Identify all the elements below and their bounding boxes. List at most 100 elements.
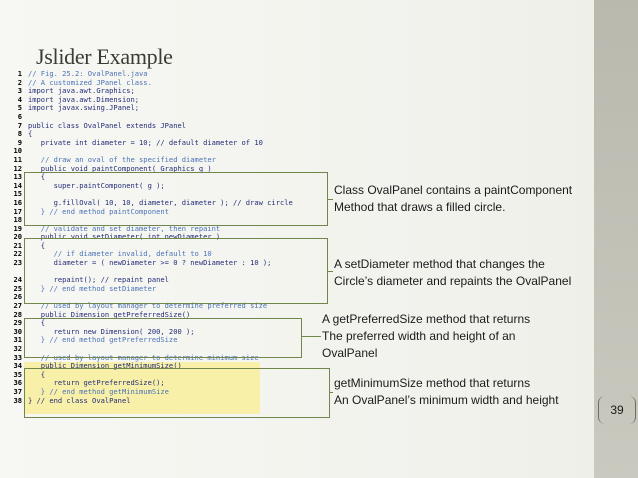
code-text: import java.awt.Dimension; [28,94,140,104]
code-text: import javax.swing.JPanel; [28,103,140,113]
code-text: public Dimension getMinimumSize() [28,361,182,371]
line-number: 32 [13,344,22,353]
line-number: 1 [17,69,22,78]
code-line: 9 private int diameter = 10; // default … [8,137,308,148]
minimum-size-box [24,368,330,418]
code-line: 12 public void paintComponent( Graphics … [8,163,308,174]
code-text: public void setDiameter( int newDiameter… [28,232,221,242]
set-diameter-box [24,238,328,304]
code-text: { [28,172,46,182]
set-diameter-connector [327,271,333,272]
code-line: 27 // used by layout manager to determin… [8,301,308,311]
line-number: 30 [13,326,22,336]
code-text: import java.awt.Graphics; [28,86,135,96]
line-number: 7 [17,120,22,130]
code-text: } // end method getMinimumSize [28,386,169,396]
code-line: 10 [8,147,308,156]
line-number: 25 [13,283,22,293]
line-number: 36 [13,378,22,388]
minimum-size-highlight [24,362,260,414]
code-line: 2 // A customized JPanel class. [8,77,308,88]
line-number: 20 [13,232,22,242]
preferred-size-note: A getPreferredSize method that returns T… [322,312,531,360]
code-line: 37 } // end method getMinimumSize [8,386,308,397]
code-text: } // end method getPreferredSize [28,335,178,345]
line-number: 26 [13,292,22,302]
code-line: 18 [8,215,308,225]
slide-title: Jslider Example [36,44,173,69]
code-line: 25 } // end method setDiameter [8,283,308,294]
preferred-size-connector [301,336,321,337]
line-number: 28 [13,309,22,319]
paint-component-box [24,172,328,226]
code-text: } // end class OvalPanel [28,395,131,405]
line-number: 2 [17,77,22,87]
code-line: 24 repaint(); // repaint panel [8,276,308,285]
page-number: 39 [598,396,636,424]
line-number: 15 [13,189,22,199]
code-line: 32 [8,344,308,354]
code-line: 13 { [8,173,308,182]
code-line: 15 [8,190,308,199]
code-text: { [28,369,46,379]
code-line: 19 // validate and set diameter, then re… [8,223,308,234]
line-number: 14 [13,180,22,190]
code-line: 34 public Dimension getMinimumSize() [8,362,308,371]
code-line: 14 super.paintComponent( g ); [8,180,308,191]
code-text: super.paintComponent( g ); [28,180,165,190]
line-number: 6 [17,111,22,121]
code-line: 3 import java.awt.Graphics; [8,87,308,96]
code-line: 11 // draw an oval of the specified diam… [8,154,308,165]
minimum-size-connector [329,392,333,393]
paint-component-note: Class OvalPanel contains a paintComponen… [334,183,573,214]
code-text: return new Dimension( 200, 200 ); [28,326,195,336]
line-number: 9 [17,137,22,147]
line-number: 21 [13,240,22,250]
line-number: 23 [13,258,22,268]
line-number: 5 [17,103,22,113]
code-line: 29 { [8,319,308,328]
code-line: 16 g.fillOval( 10, 10, diameter, diamete… [8,197,308,208]
minimum-size-note: getMinimumSize method that returns An Ov… [334,376,559,407]
code-text: repaint(); // repaint panel [28,275,169,285]
code-text: private int diameter = 10; // default di… [28,137,263,147]
code-line: 38 } // end class OvalPanel [8,395,308,406]
line-number: 24 [13,275,22,285]
code-line: 21 { [8,240,308,251]
code-line: 36 return getPreferredSize(); [8,379,308,388]
paint-component-connector [327,199,333,200]
line-number: 12 [13,163,22,173]
line-number: 27 [13,301,22,311]
code-text: // used by layout manager to determine p… [28,301,268,311]
line-number: 3 [17,86,22,96]
line-number: 10 [13,146,22,156]
code-text: { [28,129,33,139]
line-number: 37 [13,386,22,396]
code-line: 17 } // end method paintComponent [8,206,308,217]
line-number: 33 [13,352,22,362]
code-line: 1 // Fig. 25.2: OvalPanel.java [8,69,308,79]
code-text: } // end method paintComponent [28,206,169,216]
set-diameter-note: A setDiameter method that changes the Ci… [334,257,572,288]
code-line: 5 import javax.swing.JPanel; [8,104,308,113]
line-number: 18 [13,215,22,225]
line-number: 35 [13,369,22,379]
line-number: 22 [13,249,22,259]
code-text: g.fillOval( 10, 10, diameter, diameter )… [28,197,293,207]
code-line: 35 { [8,369,308,380]
line-number: 34 [13,361,22,371]
code-line: 31 } // end method getPreferredSize [8,336,308,345]
line-number: 16 [13,197,22,207]
code-text: // validate and set diameter, then repai… [28,223,221,233]
code-text: // Fig. 25.2: OvalPanel.java [28,69,148,78]
code-text: public Dimension getPreferredSize() [28,309,191,319]
code-text: } // end method setDiameter [28,283,157,293]
code-text: // A customized JPanel class. [28,77,152,87]
code-line: 22 // if diameter invalid, default to 10 [8,250,308,259]
code-line: 8{ [8,130,308,139]
code-text: // draw an oval of the specified diamete… [28,154,216,164]
line-number: 17 [13,206,22,216]
line-number: 38 [13,395,22,405]
